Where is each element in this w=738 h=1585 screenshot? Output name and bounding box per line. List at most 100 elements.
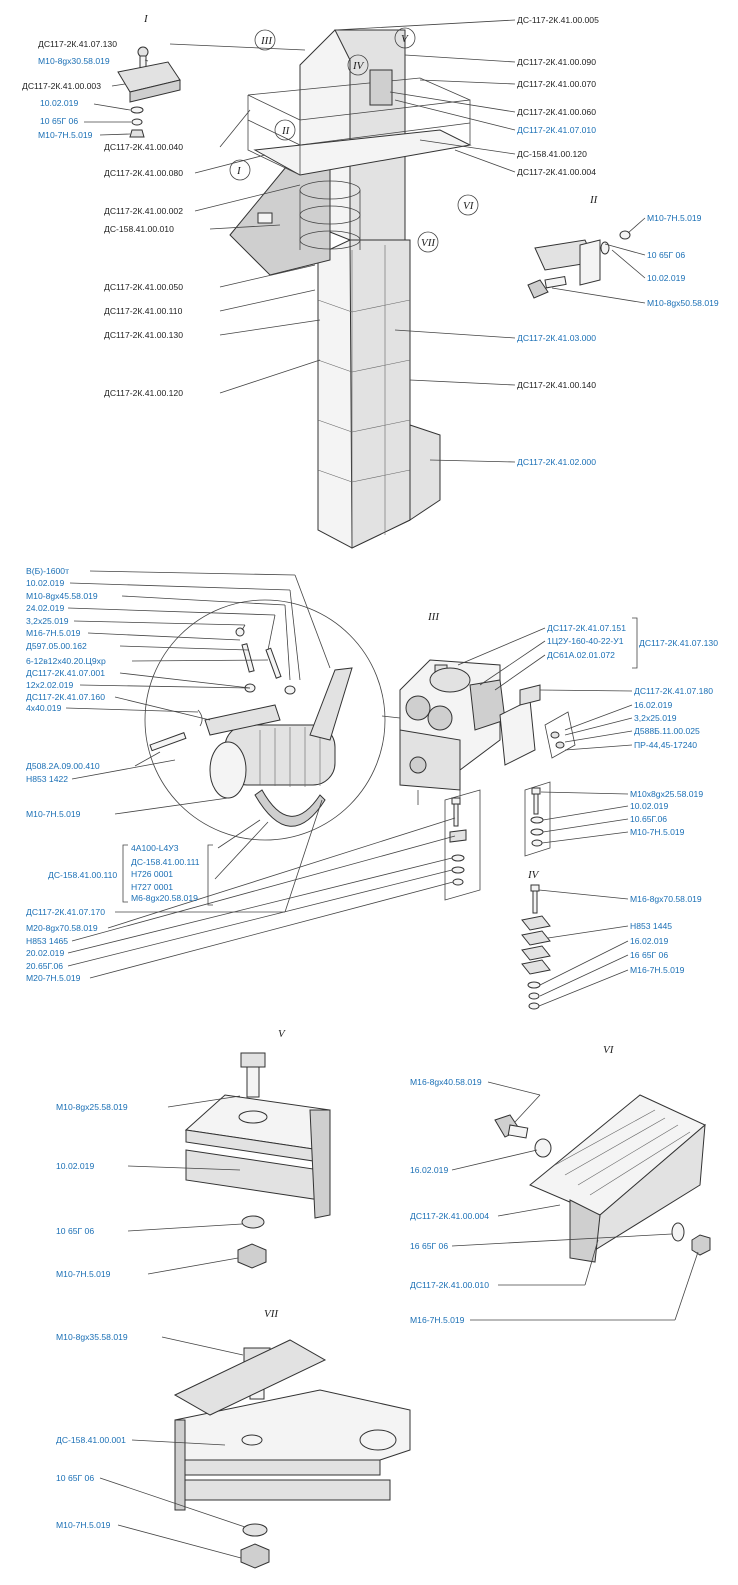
label-dl-6[interactable]: Д597.05.00.162: [26, 641, 87, 651]
roman-v-a: V: [401, 33, 409, 45]
label-dr-3[interactable]: Д588Б.11.00.025: [634, 726, 700, 736]
label-gg-2[interactable]: ДС61А.02.01.072: [547, 650, 615, 660]
label-tl-1[interactable]: М10-8gх30.58.019: [38, 56, 110, 66]
label-dl-3[interactable]: 24.02.019: [26, 603, 64, 613]
label-dl-5[interactable]: М16-7Н.5.019: [26, 628, 81, 638]
elevator-boot: [409, 424, 441, 521]
label-mg-3[interactable]: Н727 0001: [131, 882, 173, 892]
label-dr-1[interactable]: 16.02.019: [634, 700, 672, 710]
label-dl-13[interactable]: Н853 1422: [26, 774, 68, 784]
label-gear-group[interactable]: ДС117-2К.41.07.130: [639, 638, 718, 648]
leaders-drive: [65, 570, 456, 979]
callout-ii: [274, 119, 296, 141]
label-ii-0[interactable]: М10-7Н.5.019: [647, 213, 702, 223]
label-dl-11[interactable]: 4х40.019: [26, 703, 62, 713]
label-dr-4[interactable]: ПР-44,45-17240: [634, 740, 697, 750]
motor-fan-cover: [209, 741, 247, 799]
label-dr-2[interactable]: 3,2х25.019: [634, 713, 677, 723]
labels-detail-ii: М10-7Н.5.019 10 65Г 06 10.02.019 М10-8gх…: [647, 213, 719, 308]
label-dl-12[interactable]: Д508.2А.09.00.410: [26, 761, 100, 771]
label-mg-4[interactable]: М6-8gх20.58.019: [131, 893, 198, 903]
label-iv-4[interactable]: М16-7Н.5.019: [630, 965, 685, 975]
label-vi-0[interactable]: М16-8gх40.58.019: [410, 1077, 482, 1087]
label-dr-8[interactable]: М10-7Н.5.019: [630, 827, 685, 837]
gear-reducer: III: [399, 611, 541, 805]
label-mg-1[interactable]: ДС-158.41.00.111: [131, 857, 200, 867]
label-dr-6[interactable]: 10.02.019: [630, 801, 668, 811]
label-dl-8[interactable]: ДС117-2К.41.07.001: [26, 668, 105, 678]
label-ii-2[interactable]: 10.02.019: [647, 273, 685, 283]
label-db-0[interactable]: ДС117-2К.41.07.170: [26, 907, 105, 917]
leaders-gear: [457, 627, 633, 1007]
label-tr-1: ДС117-2К.41.00.090: [517, 57, 596, 67]
label-motor-group[interactable]: ДС-158.41.00.110: [48, 870, 117, 880]
label-dl-0[interactable]: В(Б)-1600т: [26, 566, 69, 576]
label-iv-3[interactable]: 16 65Г 06: [630, 950, 668, 960]
roman-vii-view: VII: [264, 1308, 279, 1320]
label-db-5[interactable]: М20-7Н.5.019: [26, 973, 81, 983]
detail-v: V: [127, 1028, 331, 1275]
callout-iii: [254, 29, 276, 51]
label-ii-1[interactable]: 10 65Г 06: [647, 250, 685, 260]
column-panels: [317, 245, 411, 548]
roman-v-view: V: [278, 1028, 286, 1040]
label-vii-2[interactable]: 10 65Г 06: [56, 1473, 94, 1483]
label-vi-5[interactable]: М16-7Н.5.019: [410, 1315, 465, 1325]
label-dl-4[interactable]: 3,2х25.019: [26, 616, 69, 626]
label-dl-9[interactable]: 12х2.02.019: [26, 680, 74, 690]
roman-iii-a: III: [260, 35, 273, 47]
labels-drive-right: ДС117-2К.41.07.180 16.02.019 3,2х25.019 …: [630, 686, 713, 837]
label-dl-1[interactable]: 10.02.019: [26, 578, 64, 588]
label-dr-5[interactable]: М10х8gх25.58.019: [630, 789, 703, 799]
label-tr-9[interactable]: ДС117-2К.41.02.000: [517, 457, 596, 467]
label-tl-3[interactable]: 10.02.019: [40, 98, 78, 108]
label-vi-2[interactable]: ДС117-2К.41.00.004: [410, 1211, 489, 1221]
label-tl-10: ДС117-2К.41.00.050: [104, 282, 183, 292]
callout-vii: [417, 231, 439, 253]
label-v-0[interactable]: М10-8gх25.58.019: [56, 1102, 128, 1112]
label-db-3[interactable]: 20.02.019: [26, 948, 64, 958]
label-dr-0[interactable]: ДС117-2К.41.07.180: [634, 686, 713, 696]
label-gg-0[interactable]: ДС117-2К.41.07.151: [547, 623, 626, 633]
label-tr-0: ДС-117-2К.41.00.005: [517, 15, 599, 25]
label-iv-2[interactable]: 16.02.019: [630, 936, 668, 946]
label-tl-4[interactable]: 10 65Г 06: [40, 116, 78, 126]
label-iv-1[interactable]: Н853 1445: [630, 921, 672, 931]
label-vi-4[interactable]: ДС117-2К.41.00.010: [410, 1280, 489, 1290]
label-vi-3[interactable]: 16 65Г 06: [410, 1241, 448, 1251]
label-tr-3: ДС117-2К.41.00.060: [517, 107, 596, 117]
label-v-1[interactable]: 10.02.019: [56, 1161, 94, 1171]
label-dl-14[interactable]: М10-7Н.5.019: [26, 809, 81, 819]
labels-top-right: ДС-117-2К.41.00.005 ДС117-2К.41.00.090 Д…: [517, 15, 599, 467]
label-tr-7[interactable]: ДС117-2К.41.03.000: [517, 333, 596, 343]
top-left-parts: [117, 46, 181, 138]
label-mg-2[interactable]: Н726 0001: [131, 869, 173, 879]
label-db-4[interactable]: 20.65Г.06: [26, 961, 63, 971]
label-ii-3[interactable]: М10-8gх50.58.019: [647, 298, 719, 308]
label-db-1[interactable]: М20-8gх70.58.019: [26, 923, 98, 933]
head-drive: [369, 69, 393, 106]
label-v-2[interactable]: 10 65Г 06: [56, 1226, 94, 1236]
label-tr-8: ДС117-2К.41.00.140: [517, 380, 596, 390]
label-vii-0[interactable]: М10-8gх35.58.019: [56, 1332, 128, 1342]
callout-v: [394, 27, 416, 49]
label-tl-2: ДС117-2К.41.00.003: [22, 81, 101, 91]
label-dl-2[interactable]: М10-8gх45.58.019: [26, 591, 98, 601]
label-gg-1[interactable]: 1Ц2У-160-40-22-У1: [547, 636, 624, 646]
label-dl-7[interactable]: 6-12в12х40.20.Ц9хр: [26, 656, 106, 666]
label-db-2[interactable]: Н853 1465: [26, 936, 68, 946]
label-dl-10[interactable]: ДС117-2К.41.07.160: [26, 692, 105, 702]
label-tl-5[interactable]: М10-7Н.5.019: [38, 130, 93, 140]
labels-detail-vii: М10-8gх35.58.019 ДС-158.41.00.001 10 65Г…: [56, 1332, 128, 1530]
label-dr-7[interactable]: 10.65Г.06: [630, 814, 667, 824]
label-vi-1[interactable]: 16.02.019: [410, 1165, 448, 1175]
roman-vi-view: VI: [603, 1044, 615, 1056]
label-iv-0[interactable]: М16-8gх70.58.019: [630, 894, 702, 904]
label-v-3[interactable]: М10-7Н.5.019: [56, 1269, 111, 1279]
label-vii-1[interactable]: ДС-158.41.00.001: [56, 1435, 126, 1445]
label-vii-3[interactable]: М10-7Н.5.019: [56, 1520, 111, 1530]
labels-detail-v: М10-8gх25.58.019 10.02.019 10 65Г 06 М10…: [56, 1102, 128, 1279]
label-tr-4[interactable]: ДС117-2К.41.07.010: [517, 125, 596, 135]
label-mg-0[interactable]: 4А100-L4У3: [131, 843, 179, 853]
label-tl-6: ДС117-2К.41.00.040: [104, 142, 183, 152]
